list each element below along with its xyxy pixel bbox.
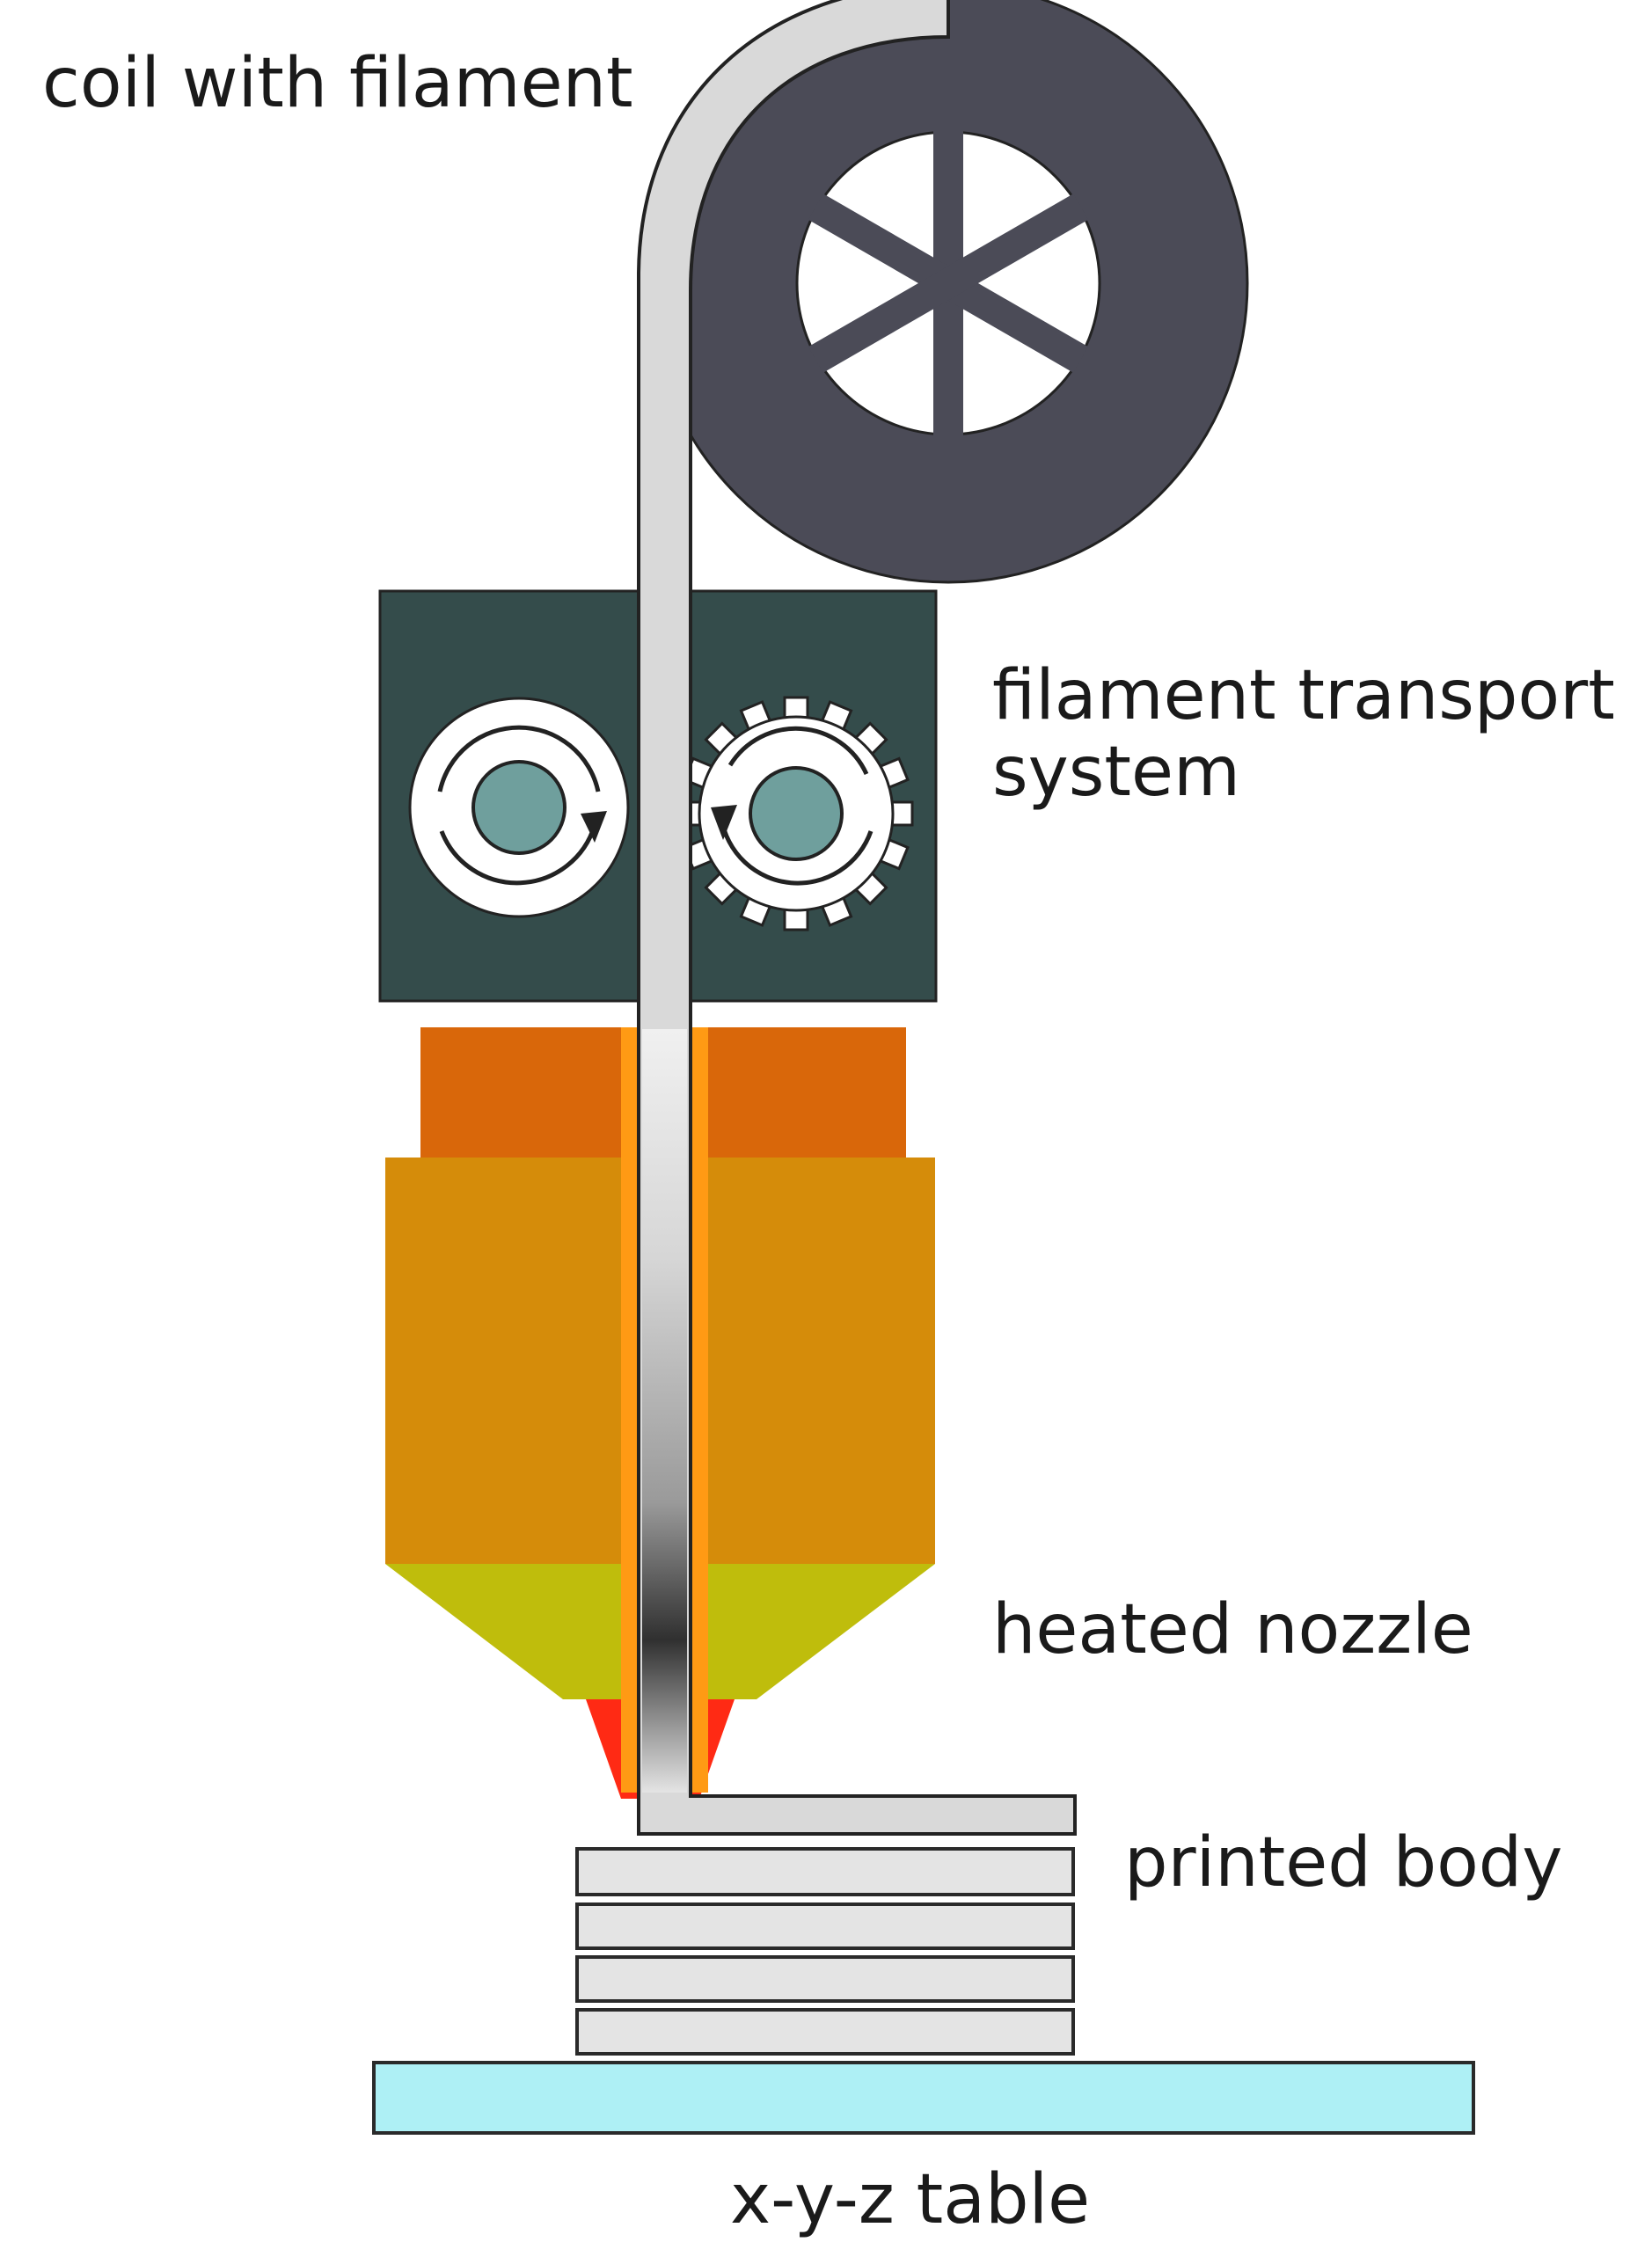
spool: [647, 0, 1249, 584]
coil-label: coil with filament: [42, 44, 633, 123]
rotation-arrow: [719, 817, 874, 886]
gear-wheel: [678, 696, 914, 931]
print-layer: [575, 1955, 1075, 2003]
print-layer: [575, 1902, 1075, 1950]
filament-core: [642, 1029, 687, 1793]
transport-label-line1: filament transport: [992, 656, 1615, 735]
print-layer: [575, 2008, 1075, 2056]
drive-wheel: [408, 697, 630, 918]
rotation-arrow: [727, 726, 869, 776]
table-label: x-y-z table: [730, 2160, 1091, 2239]
printed-body-label: printed body: [1124, 1823, 1563, 1902]
spool-spoke: [808, 194, 1089, 373]
print-layer: [575, 1847, 1075, 1896]
build-table: [372, 2061, 1475, 2135]
transport-label: filament transport system: [992, 656, 1615, 813]
rotation-arrow: [439, 824, 597, 886]
nozzle-label: heated nozzle: [992, 1590, 1473, 1669]
transport-label-line2: system: [992, 733, 1240, 813]
rotation-arrow: [437, 725, 601, 792]
printed-body: [575, 1847, 1075, 2056]
